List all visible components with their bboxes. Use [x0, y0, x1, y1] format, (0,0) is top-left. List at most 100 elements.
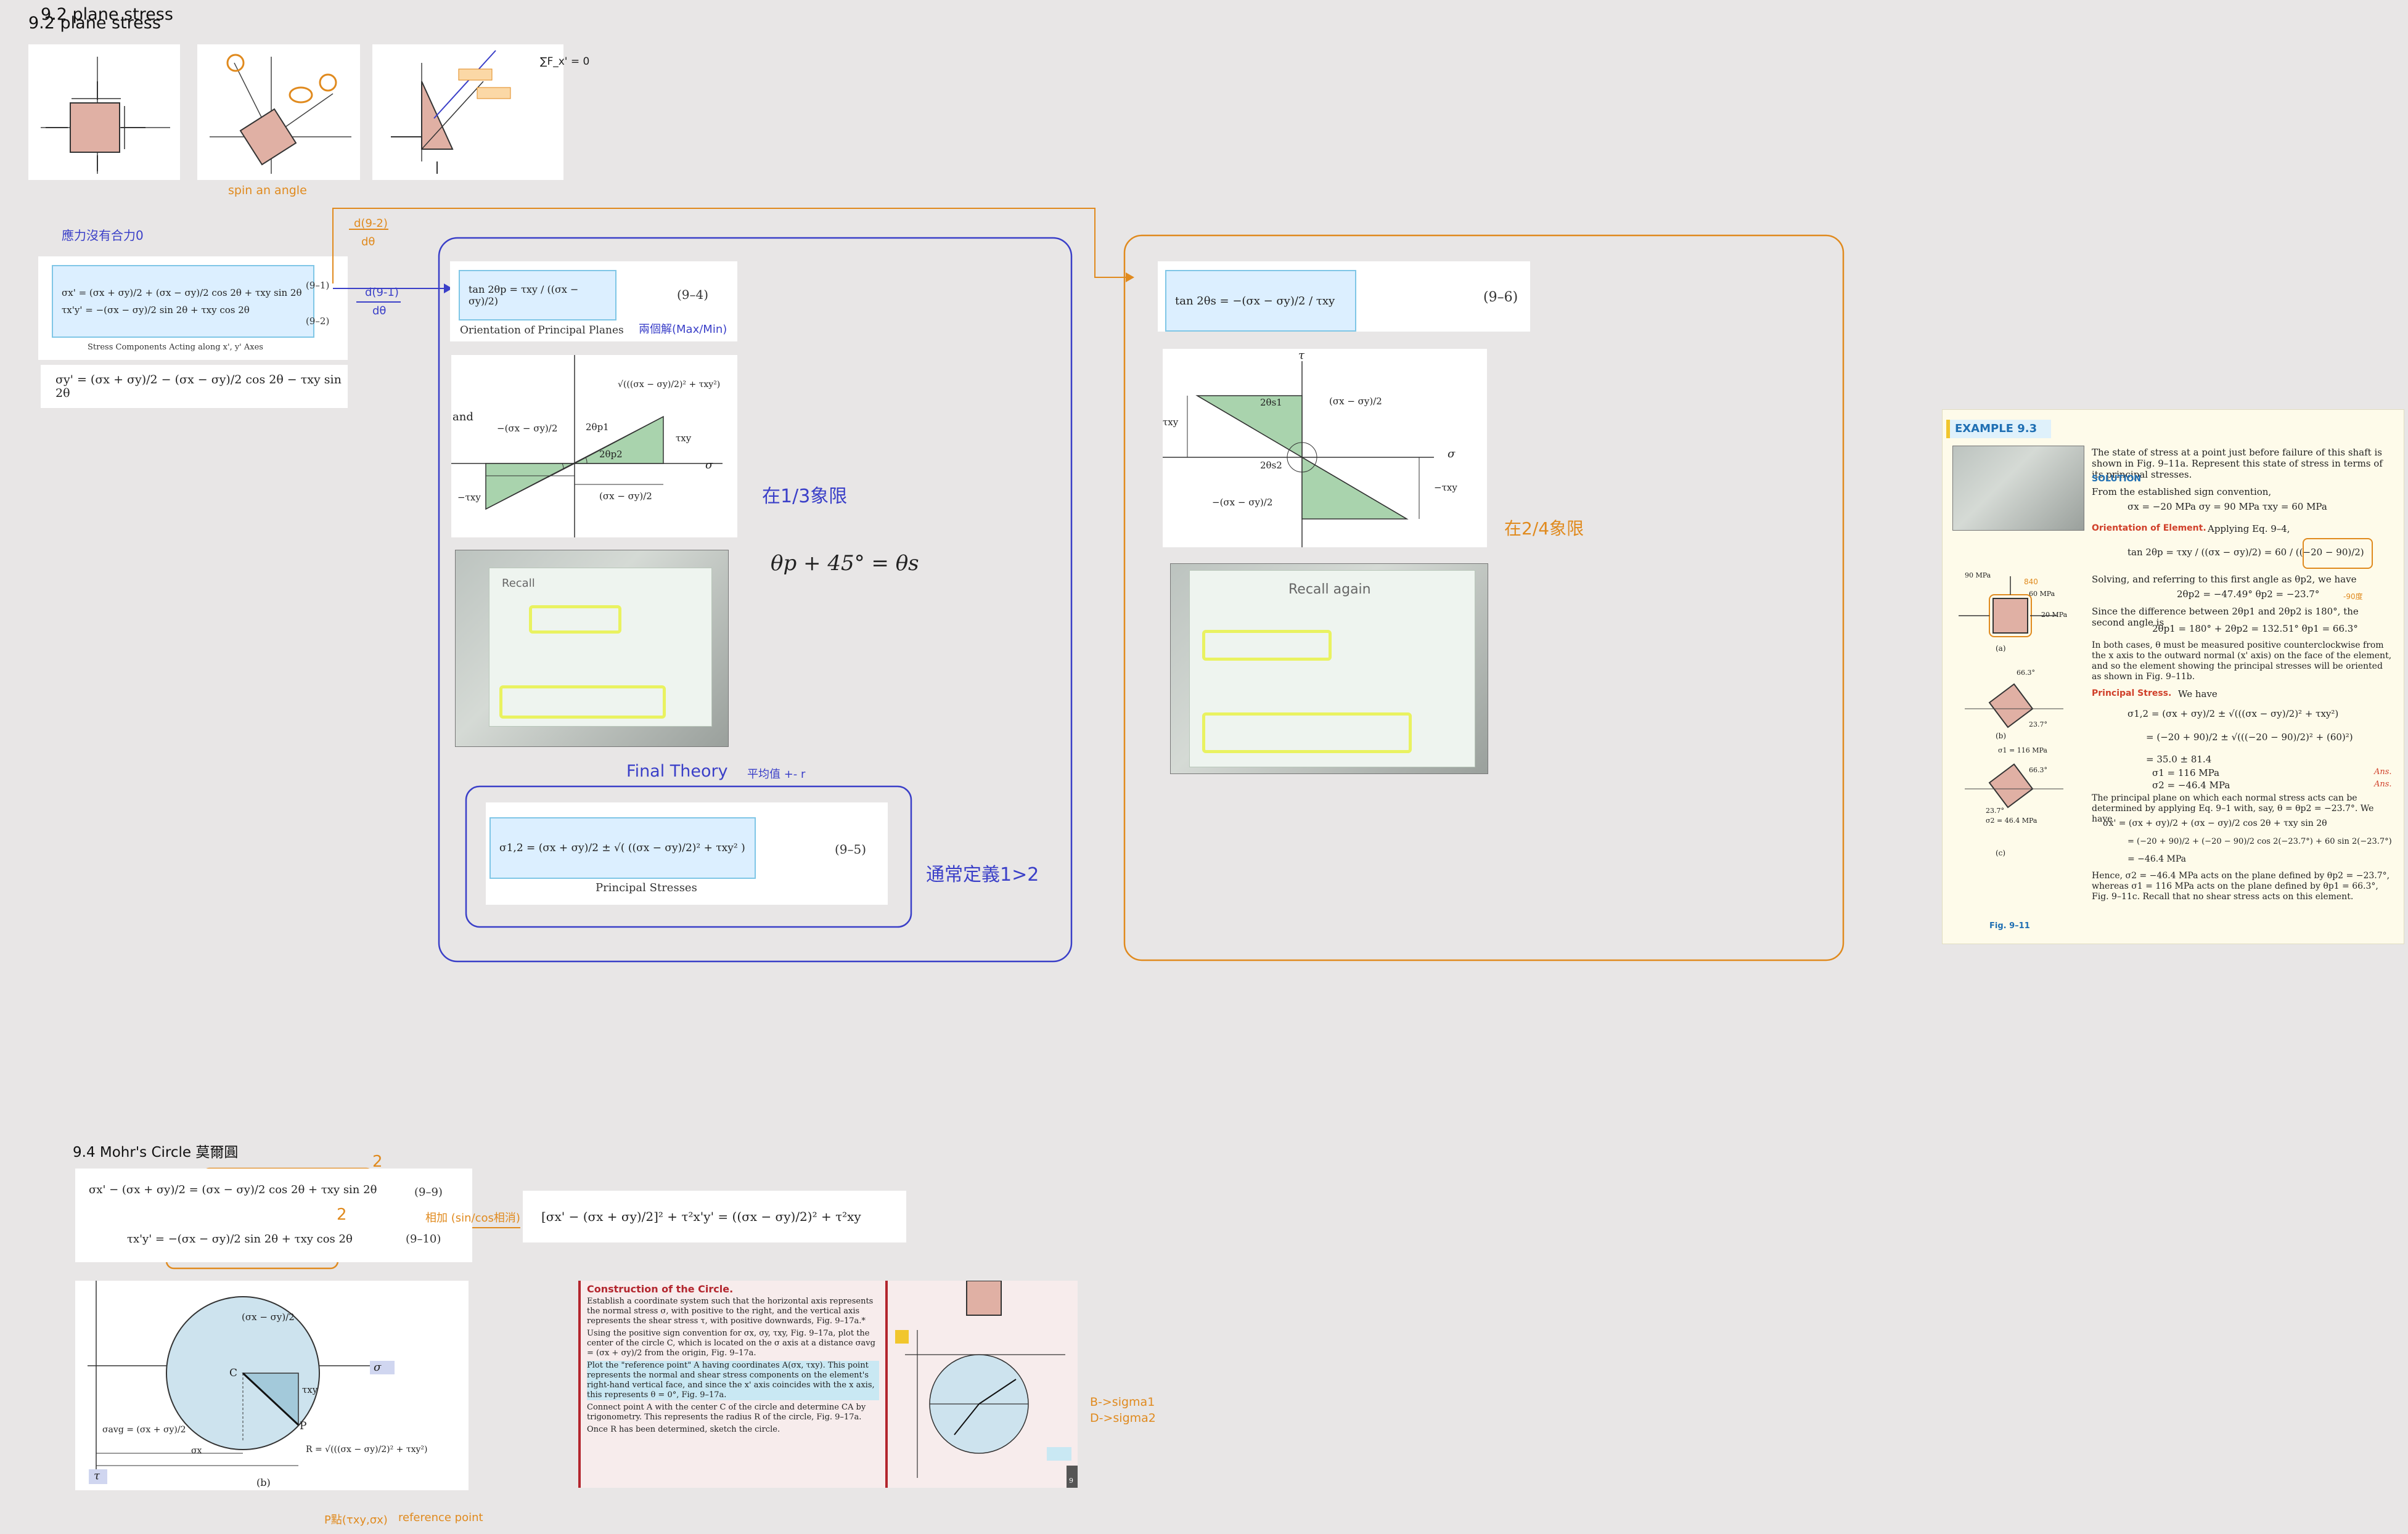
label-sigma-half-b: (σx − σy)/2 — [1329, 396, 1382, 407]
mohr-circle-svg — [88, 1281, 395, 1484]
label-sigma-b: σ — [1448, 447, 1456, 460]
example-tan-highlight — [2303, 538, 2373, 569]
eq-9-5-box: σ1,2 = (σx + σy)/2 ± √( ((σx − σy)/2)² +… — [489, 817, 756, 879]
example-figure-svg — [1959, 576, 2063, 809]
recall-again-highlight-1 — [1202, 630, 1332, 661]
note-reference-point: reference point — [398, 1511, 483, 1524]
construction-bullet-1: Establish a coordinate system such that … — [587, 1297, 874, 1326]
eq-9-5-card: σ1,2 = (σx + σy)/2 ± √( ((σx − σy)/2)² +… — [486, 802, 888, 905]
eq-9-2: τx'y' = −(σx − σy)/2 sin 2θ + τxy cos 2θ — [62, 304, 250, 316]
eq-9-1-9-2-box: σx' = (σx + σy)/2 + (σx − σy)/2 cos 2θ +… — [52, 265, 314, 338]
eq-9-5-caption: Principal Stresses — [596, 881, 697, 894]
mohr-label-sigma-axis: σ — [374, 1361, 382, 1374]
eq-9-6: tan 2θs = −(σx − σy)/2 / τxy — [1175, 294, 1335, 308]
theta-relation: θp + 45° = θs — [771, 551, 919, 576]
rotated-element-figure — [197, 44, 360, 180]
rotated-element-svg — [210, 54, 351, 174]
mohr-label-tau-xy: τxy — [302, 1384, 318, 1395]
fig-label-663-c: 66.3° — [2029, 766, 2047, 774]
note-dtheta-orange: dθ — [361, 235, 375, 248]
note-quadrant-24: 在2/4象限 — [1504, 518, 1584, 539]
eq-9-5-number: (9–5) — [835, 842, 867, 857]
example-both-cases: In both cases, θ must be measured positi… — [2092, 640, 2392, 682]
example-sigma12-val: = 35.0 ± 81.4 — [2146, 754, 2212, 765]
construction-figure-svg — [895, 1281, 1078, 1488]
recall-highlight-1 — [529, 605, 621, 634]
eq-9-4-caption: Orientation of Principal Planes — [460, 324, 624, 337]
label-2theta-p2: 2θp2 — [599, 449, 623, 460]
construction-bullets: Establish a coordinate system such that … — [587, 1297, 879, 1435]
label-neg-sigma-half-b: −(σx − σy)/2 — [1212, 497, 1273, 508]
label-sigma-a: σ — [705, 459, 713, 471]
fig-label-c: (c) — [1996, 849, 2006, 857]
example-angle1: 2θp2 = −47.49° θp2 = −23.7° — [2177, 589, 2320, 600]
eq-circle: [σx' − (σx + σy)/2]² + τ²x'y' = ((σx − σ… — [541, 1209, 861, 1224]
label-tau-b: τ — [1298, 349, 1304, 362]
shear-angle-diagram: τ τxy 2θs1 2θs2 (σx − σy)/2 −(σx − σy)/2… — [1163, 349, 1487, 547]
example-panel: EXAMPLE 9.3 The state of stress at a poi… — [1942, 409, 2404, 944]
fig-label-237-c: 23.7° — [1986, 807, 2004, 815]
construction-mid-rule — [885, 1281, 888, 1488]
label-neg-tau-xy-b: −τxy — [1434, 482, 1457, 493]
eq-9-1-caption: Stress Components Acting along x', y' Ax… — [88, 343, 263, 352]
mohr-circle-figure: (σx − σy)/2 C τxy P σavg = (σx + σy)/2 σ… — [75, 1281, 469, 1490]
example-header-bg — [1946, 420, 2051, 438]
eq-9-9: σx' − (σx + σy)/2 = (σx − σy)/2 cos 2θ +… — [89, 1183, 377, 1196]
construction-bullet-3: Plot the "reference point" A having coor… — [587, 1361, 879, 1400]
example-eq3: = −46.4 MPa — [2127, 854, 2187, 864]
example-principal-title: Principal Stress. — [2092, 688, 2172, 698]
eq-9-4-box: tan 2θp = τxy / ((σx − σy)/2) — [459, 270, 616, 320]
fig-note-shear: -90度 — [2343, 592, 2363, 601]
principal-angle-svg — [451, 355, 723, 537]
eq-9-2-number: (9–2) — [306, 316, 330, 327]
eq-circle-card: [σx' − (σx + σy)/2]² + τ²x'y' = ((σx − σ… — [523, 1191, 906, 1242]
fig-label-20mpa: 20 MPa — [2041, 611, 2068, 619]
recall-again-highlight-2 — [1202, 712, 1412, 753]
recall-again-photo: Recall again — [1170, 563, 1488, 774]
mohr-label-sigma-x: σx — [191, 1446, 202, 1456]
mohr-label-sigma-avg: σavg = (σx + σy)/2 — [102, 1425, 186, 1435]
label-2theta-s1: 2θs1 — [1260, 397, 1282, 408]
example-solving: Solving, and referring to this first ang… — [2092, 574, 2357, 585]
label-sigma-half-a: (σx − σy)/2 — [599, 491, 652, 502]
example-hence: Hence, σ2 = −46.4 MPa acts on the plane … — [2092, 871, 2390, 902]
note-b-sigma1: B->sigma1 — [1090, 1395, 1155, 1409]
fig-label-a: (a) — [1996, 644, 2006, 653]
mohr-label-sigma-half: (σx − σy)/2 — [242, 1312, 295, 1323]
construction-bullet-5: Once R has been determined, sketch the c… — [587, 1425, 780, 1434]
example-ans-1: Ans. — [2374, 767, 2392, 777]
recall-slide: Recall — [489, 568, 712, 727]
note-p-point: P點(τxy,σx) — [324, 1514, 388, 1527]
eq-9-10-number: (9–10) — [406, 1233, 441, 1246]
construction-bullet-2: Using the positive sign convention for σ… — [587, 1329, 875, 1358]
heading-plane-stress-b: 9.2 plane stress — [28, 14, 161, 33]
eq-sigma-y: σy' = (σx + σy)/2 − (σx − σy)/2 cos 2θ −… — [55, 373, 342, 400]
eq-9-10: τx'y' = −(σx − σy)/2 sin 2θ + τxy cos 2θ — [127, 1233, 353, 1246]
mohr-label-R: R = √(((σx − σy)/2)² + τxy²) — [306, 1445, 428, 1454]
mohr-label-tau-axis: τ — [94, 1469, 100, 1482]
note-dtheta-blue: dθ — [372, 304, 387, 317]
example-principal-plane: The principal plane on which each normal… — [2092, 793, 2374, 824]
fig-label-116: σ1 = 116 MPa — [1998, 746, 2047, 754]
example-sign-conv: From the established sign convention, — [2092, 486, 2272, 497]
free-body-svg — [391, 50, 511, 174]
mohr-label-b: (b) — [256, 1477, 271, 1488]
note-two-solutions: 兩個解(Max/Min) — [639, 323, 727, 336]
stress-element-svg — [41, 57, 170, 174]
note-d-9-2: d(9-2) — [354, 217, 388, 230]
fig-label-60mpa: 60 MPa — [2029, 590, 2055, 598]
construction-left-rule — [578, 1281, 581, 1488]
label-2theta-p1: 2θp1 — [586, 422, 609, 433]
recall-again-label: Recall again — [1288, 582, 1371, 597]
shear-angle-svg — [1163, 361, 1434, 547]
note-two-b: 2 — [337, 1206, 347, 1224]
example-eq2: = (−20 + 90)/2 + (−20 − 90)/2 cos 2(−23.… — [2127, 837, 2392, 846]
label-and: and — [453, 410, 473, 423]
example-since: Since the difference between 2θp1 and 2θ… — [2092, 606, 2359, 628]
example-principal-text: We have — [2178, 688, 2218, 700]
fig-label-90mpa: 90 MPa — [1965, 571, 1991, 579]
construction-page-num: 9 — [1069, 1477, 1073, 1485]
fig-9-11-label: Fig. 9–11 — [1989, 921, 2030, 931]
note-no-net-force: 應力沒有合力0 — [62, 228, 144, 243]
stress-element-figure — [28, 44, 180, 180]
